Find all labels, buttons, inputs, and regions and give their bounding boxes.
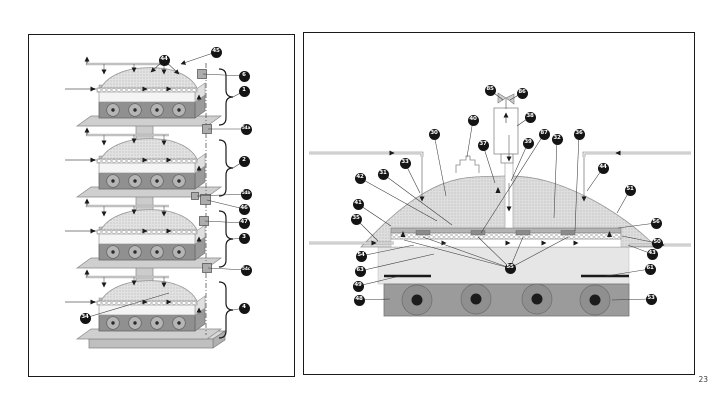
callout-53: 53 <box>645 293 657 305</box>
callout-32: 32 <box>551 133 563 145</box>
callout-44: 44 <box>158 54 170 66</box>
callout-48: 48 <box>353 294 365 306</box>
callout-47: 47 <box>238 217 250 229</box>
callout-42: 42 <box>354 172 366 184</box>
callout-41: 41 <box>352 198 364 210</box>
page-number: 23 <box>698 375 708 384</box>
callout-54: 54 <box>355 250 367 262</box>
callout-63: 63 <box>354 265 366 277</box>
cross-section-diagram <box>309 89 691 317</box>
callout-50: 50 <box>651 237 663 249</box>
callout-35: 35 <box>350 213 362 225</box>
gas-up-arrow <box>495 187 501 193</box>
callout-30: 30 <box>428 128 440 140</box>
callout-31: 31 <box>377 168 389 180</box>
callout-2: 2 <box>238 155 250 167</box>
callout-6: 6 <box>238 70 250 82</box>
tier-1 <box>65 57 221 126</box>
callout-3: 3 <box>238 232 250 244</box>
stack-diagram <box>29 51 247 349</box>
support-columns <box>135 123 154 284</box>
callout-4: 4 <box>238 302 250 314</box>
callout-38: 38 <box>524 111 536 123</box>
callout-1: 1 <box>238 85 250 97</box>
callout-61: 61 <box>644 263 656 275</box>
callout-36: 36 <box>573 128 585 140</box>
callout-33: 33 <box>399 157 411 169</box>
callout-40: 40 <box>467 114 479 126</box>
callout-37: 37 <box>477 139 489 151</box>
callout-54c: 54c <box>240 264 252 276</box>
callout-49: 49 <box>352 280 364 292</box>
callout-86: 86 <box>516 87 528 99</box>
left-figure-panel: 44 45 6 1 54a 2 54b 46 47 3 54c 4 34 <box>28 34 295 377</box>
callout-34: 34 <box>79 312 91 324</box>
callout-87: 87 <box>538 128 550 140</box>
grate-assembly <box>390 227 622 248</box>
flow-arrows <box>371 150 665 248</box>
dome-fitting <box>455 155 480 173</box>
pipes <box>309 151 691 247</box>
callout-85: 85 <box>484 84 496 96</box>
heater-slab <box>383 283 630 317</box>
callout-46: 46 <box>238 203 250 215</box>
callout-51: 51 <box>624 184 636 196</box>
callout-45: 45 <box>210 46 222 58</box>
callout-44: 44 <box>597 162 609 174</box>
callout-39: 39 <box>522 137 534 149</box>
callout-55: 55 <box>504 262 516 274</box>
callout-54a: 54a <box>240 123 252 135</box>
callout-54b: 54b <box>240 188 252 200</box>
chimney <box>493 107 519 229</box>
callout-56: 56 <box>650 217 662 229</box>
callout-43: 43 <box>646 248 658 260</box>
vent-valve <box>497 92 515 109</box>
